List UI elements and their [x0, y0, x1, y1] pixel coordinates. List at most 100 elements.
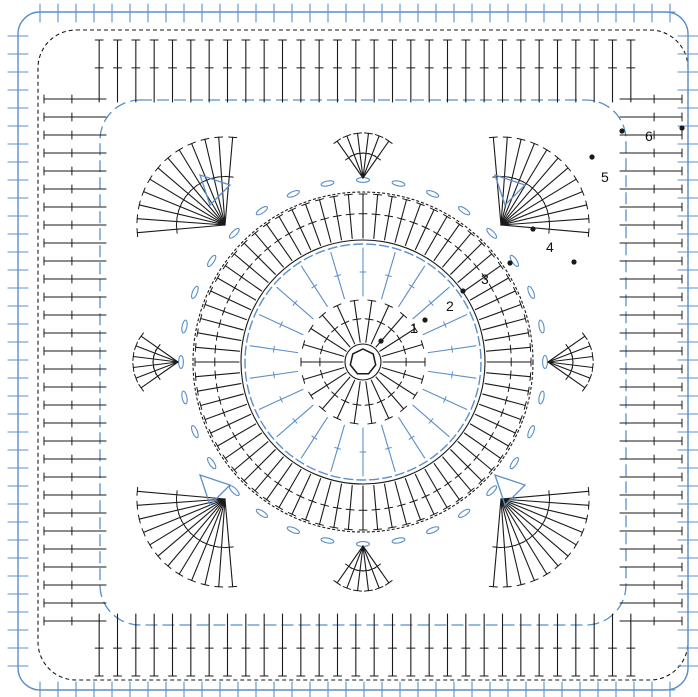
- r3-stitch-top: [330, 196, 338, 197]
- round-start-dot: [422, 317, 427, 322]
- r3-stitch-tick: [285, 488, 292, 492]
- r3-stitch: [205, 305, 246, 320]
- side-fan-top: [334, 139, 341, 144]
- side-fan-tick: [346, 564, 353, 569]
- r4-chain: [255, 508, 268, 519]
- r2-tick: [452, 372, 453, 378]
- r3-stitch-top: [195, 343, 196, 351]
- r3-stitch: [334, 484, 342, 527]
- corner-fan-tick: [176, 225, 177, 233]
- corner-fan-tick: [176, 498, 177, 506]
- r3-stitch-tick: [445, 481, 452, 486]
- r3-stitch-tick: [233, 284, 237, 291]
- r3-stitch-tick: [434, 488, 441, 492]
- r4-chain: [190, 285, 199, 299]
- r4-chain: [255, 205, 268, 216]
- r4-chain: [286, 525, 300, 534]
- r3-stitch-top: [498, 262, 503, 269]
- r4-chain: [228, 484, 241, 497]
- r2-tick: [273, 346, 274, 352]
- r4-chain: [321, 537, 335, 544]
- corner-fan: [137, 491, 225, 499]
- r4-chain: [457, 205, 470, 216]
- corner-fan-tick: [549, 218, 550, 226]
- r3-stitch-tick: [482, 444, 487, 451]
- r4-chain: [321, 180, 335, 187]
- r4-chain: [457, 508, 470, 519]
- side-fan-top: [583, 385, 588, 392]
- side-fan-top: [592, 353, 593, 361]
- r4-chain: [206, 456, 217, 469]
- r3-stitch: [320, 482, 331, 525]
- r3-stitch-tick: [333, 507, 341, 508]
- r3-stitch-top: [330, 527, 338, 528]
- r3-stitch: [255, 457, 283, 491]
- r3-stitch-tick: [372, 214, 380, 215]
- r1-stitch-tick: [397, 382, 401, 389]
- r3-stitch: [205, 404, 246, 419]
- r1-stitch: [322, 315, 350, 347]
- corner-fan-tick: [540, 196, 544, 203]
- r3-stitch: [385, 197, 393, 240]
- r3-stitch-top: [344, 194, 352, 195]
- r1-stitch: [337, 306, 354, 344]
- stitch-layer: [8, 4, 698, 697]
- r1-stitch-tick: [365, 404, 373, 405]
- r3-stitch-top: [223, 262, 228, 269]
- r3-stitch: [196, 373, 240, 377]
- round-label-5: 5: [601, 169, 609, 185]
- corner-fan: [168, 499, 225, 566]
- r3-stitch: [395, 200, 406, 243]
- r3-stitch: [451, 450, 482, 481]
- side-fan-top: [386, 139, 393, 144]
- r3-stitch: [196, 347, 240, 351]
- r3-stitch: [443, 457, 471, 491]
- r3-stitch: [244, 243, 275, 274]
- corner-fan-top: [176, 148, 183, 152]
- r3-stitch-tick: [333, 215, 341, 216]
- r3-stitch: [385, 484, 393, 527]
- r3-stitch-tick: [510, 371, 511, 379]
- r4-chain: [181, 320, 188, 334]
- r1-stitch-top: [413, 392, 417, 399]
- r3-stitch: [267, 224, 292, 260]
- r3-stitch-tick: [385, 215, 393, 216]
- r4-chain: [426, 189, 440, 198]
- side-fan-top: [139, 333, 144, 340]
- r3-stitch-top: [263, 222, 270, 227]
- r4-chain: [190, 425, 199, 439]
- round-start-dot: [530, 226, 535, 231]
- round-start-dot: [507, 260, 512, 265]
- side-fan-top: [133, 364, 134, 372]
- r1-stitch: [371, 380, 388, 418]
- side-fan-tick: [374, 155, 381, 160]
- side-fan-top: [365, 590, 373, 591]
- corner-fan-top: [489, 137, 497, 138]
- corner-fan: [179, 150, 225, 225]
- corner-fan-top: [503, 137, 511, 138]
- corner-fan-tick: [218, 176, 226, 177]
- corner-fan: [501, 168, 568, 225]
- r2-tick: [312, 285, 317, 288]
- corner-fan: [501, 225, 589, 233]
- r3-stitch: [234, 442, 268, 470]
- corner-fan-tick: [182, 196, 186, 203]
- r3-stitch-top: [216, 443, 220, 450]
- r1-stitch-top: [309, 325, 313, 332]
- r4-chain: [392, 180, 406, 187]
- r1-stitch: [354, 301, 360, 343]
- r3-stitch: [485, 333, 528, 341]
- r2-tick: [409, 285, 414, 288]
- outer-black-base: [38, 30, 688, 680]
- r1-stitch-tick: [325, 335, 329, 342]
- r3-stitch-top: [374, 194, 382, 195]
- r1-stitch-top: [368, 300, 376, 301]
- corner-fan: [179, 499, 225, 574]
- r1-stitch-top: [350, 423, 358, 424]
- r4-chain: [538, 391, 545, 405]
- r4-chain: [286, 189, 300, 198]
- r3-stitch: [198, 333, 241, 341]
- r2-tick: [409, 436, 414, 439]
- corner-chain-loop: [495, 175, 525, 205]
